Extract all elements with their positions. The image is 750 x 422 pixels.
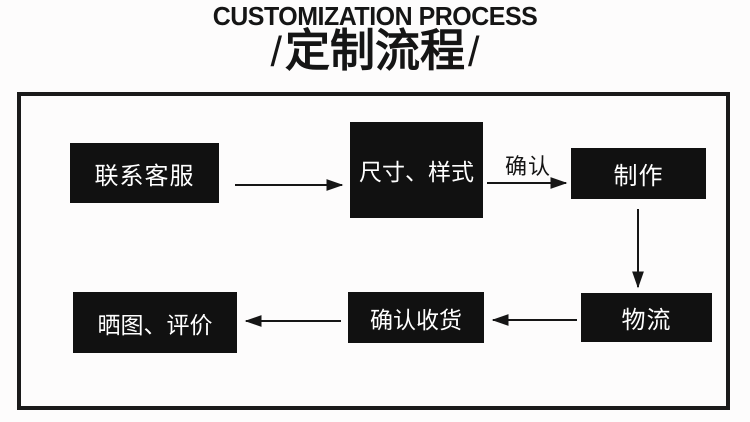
node-confirm-receipt: 确认收货: [348, 292, 484, 343]
node-contact-service: 联系客服: [70, 143, 219, 203]
title-chinese-text: 定制流程: [284, 25, 465, 76]
node-review: 晒图、评价: [73, 292, 237, 353]
title-chinese: /定制流程/: [0, 27, 750, 74]
title-slash-left: /: [270, 29, 282, 75]
edge-label-confirm: 确认: [504, 154, 551, 179]
node-production: 制作: [571, 148, 706, 199]
node-logistics: 物流: [581, 293, 712, 342]
flowchart-frame: [17, 92, 730, 410]
title-slash-right: /: [468, 29, 480, 75]
title-english: CUSTOMIZATION PROCESS: [212, 1, 538, 31]
node-size-style: 尺寸、样式: [350, 122, 483, 218]
